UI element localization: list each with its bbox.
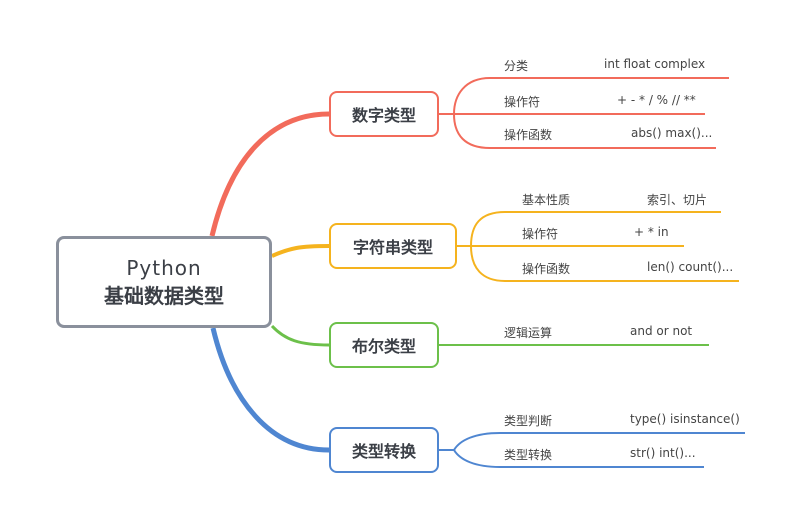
- connector-string-leaf-1: [470, 211, 721, 247]
- leaf-value: str() int()...: [630, 446, 696, 460]
- root-title-line2: 基础数据类型: [104, 284, 224, 308]
- leaf-key: 逻辑运算: [504, 326, 553, 340]
- leaf-key: 基本性质: [522, 193, 571, 207]
- leaf-key: 操作函数: [522, 262, 571, 276]
- leaf-key: 类型判断: [504, 414, 553, 428]
- connector-numeric-leaf-1: [453, 77, 729, 115]
- branch-node-numeric[interactable]: 数字类型: [329, 91, 439, 137]
- connector-convert-leaf-2: [453, 449, 704, 468]
- leaf-value: + * in: [634, 225, 669, 239]
- connector-root-bool: [270, 324, 330, 347]
- leaf-key: 操作函数: [504, 128, 553, 142]
- leaf-key: 分类: [504, 59, 529, 73]
- leaf-value: + - * / % // **: [617, 93, 696, 107]
- root-title-line1: Python: [126, 256, 202, 280]
- connector-root-string: [271, 244, 330, 258]
- leaf-key: 操作符: [504, 95, 541, 109]
- connector-root-convert: [210, 327, 330, 453]
- leaf-value: len() count()...: [647, 260, 734, 274]
- leaf-value: and or not: [630, 324, 693, 338]
- connector-convert-leaf-1: [453, 432, 745, 451]
- leaf-key: 操作符: [522, 227, 559, 241]
- branch-node-convert[interactable]: 类型转换: [329, 427, 439, 473]
- leaf-value: int float complex: [604, 57, 706, 71]
- root-node[interactable]: Python 基础数据类型: [56, 236, 272, 328]
- leaf-value: abs() max()...: [631, 126, 713, 140]
- leaf-value: type() isinstance(): [630, 412, 740, 426]
- leaf-key: 类型转换: [504, 448, 553, 462]
- leaf-value: 索引、切片: [647, 193, 708, 207]
- connector-root-numeric: [209, 111, 330, 237]
- branch-node-bool[interactable]: 布尔类型: [329, 322, 439, 368]
- connector-numeric-leaf-3: [453, 113, 716, 149]
- connector-string-leaf-3: [470, 245, 739, 282]
- branch-node-string[interactable]: 字符串类型: [329, 223, 457, 269]
